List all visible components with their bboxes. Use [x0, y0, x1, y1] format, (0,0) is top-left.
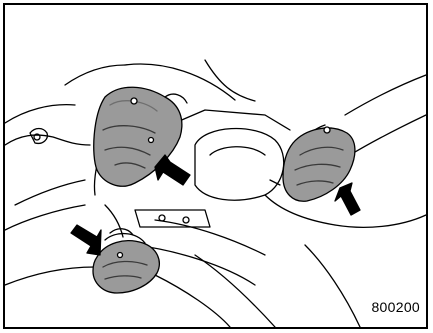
arrow-lower-left — [71, 225, 101, 255]
exhaust-illustration — [5, 5, 426, 327]
lower-left-cover — [93, 229, 159, 293]
figure-frame: 800200 — [3, 3, 428, 329]
arrow-right — [335, 183, 360, 215]
underbody-outline — [5, 60, 426, 327]
figure-code: 800200 — [371, 299, 420, 315]
